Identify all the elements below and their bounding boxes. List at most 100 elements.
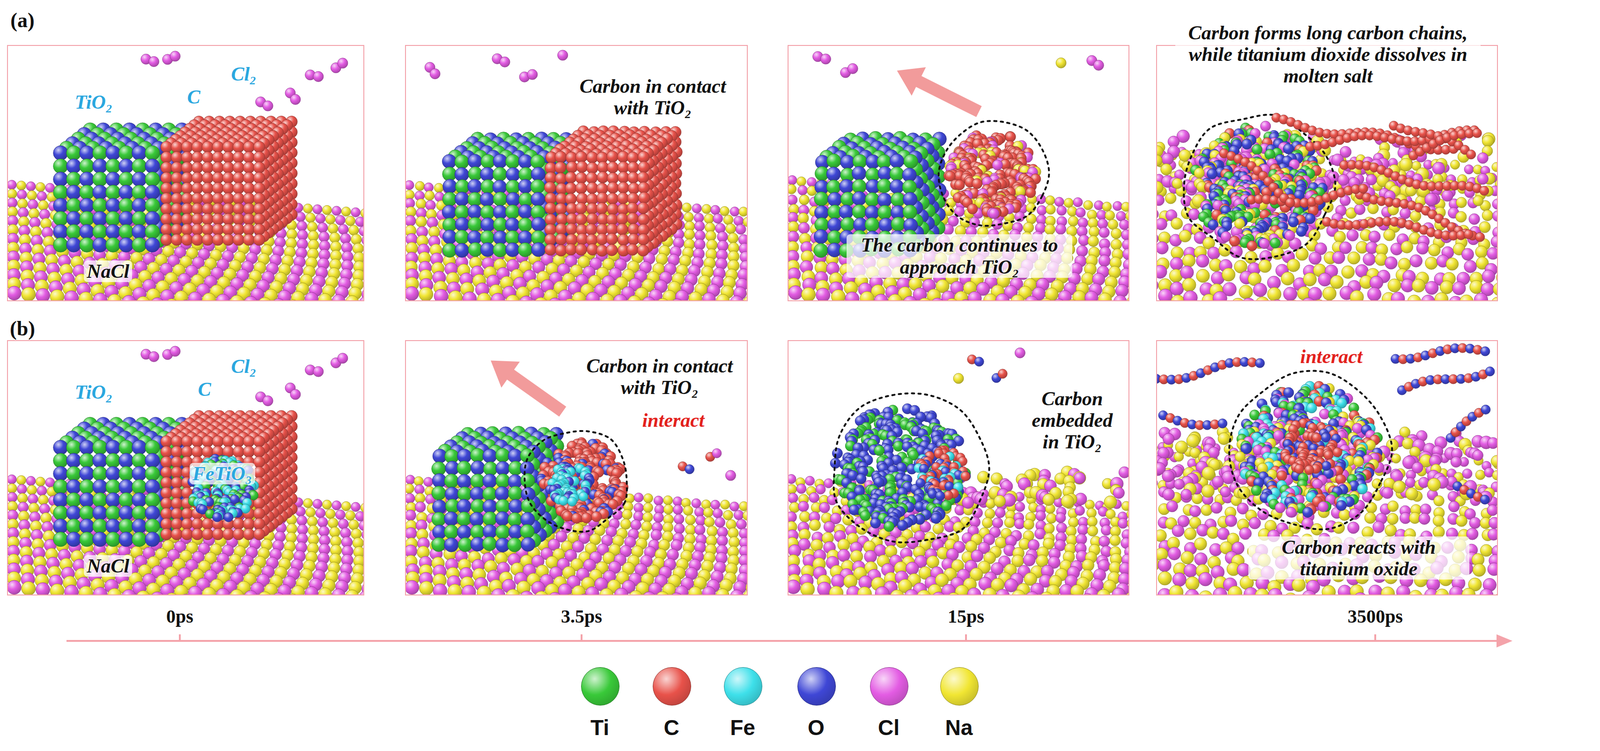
atom	[222, 223, 235, 236]
atom	[53, 198, 68, 213]
simulation-snapshot	[405, 50, 748, 302]
atom	[442, 191, 457, 207]
atom	[66, 184, 82, 200]
atom	[181, 202, 193, 215]
atom	[232, 233, 245, 246]
atom	[575, 182, 588, 194]
atom	[531, 242, 546, 257]
atom	[738, 206, 748, 217]
atom	[606, 233, 619, 245]
atom	[1045, 195, 1055, 206]
atom	[313, 71, 324, 82]
atom	[145, 198, 160, 213]
atom	[877, 178, 892, 193]
atom	[1113, 201, 1123, 211]
atom	[212, 151, 224, 163]
atom	[253, 202, 266, 215]
atom	[467, 204, 482, 219]
atom	[92, 211, 108, 226]
atom	[889, 179, 904, 194]
atom	[66, 145, 82, 161]
atom	[479, 167, 495, 182]
atom	[262, 100, 273, 111]
atom	[455, 217, 470, 232]
atom	[682, 202, 692, 213]
atom	[79, 224, 95, 239]
atom	[7, 286, 22, 301]
atom	[305, 212, 316, 223]
atom	[607, 203, 620, 215]
atom	[191, 140, 204, 153]
atom	[170, 192, 183, 205]
atom	[191, 161, 204, 174]
atom	[638, 161, 650, 173]
atom	[1055, 223, 1067, 235]
atom	[201, 202, 214, 215]
atom	[637, 202, 649, 214]
atom	[145, 237, 160, 252]
atom	[132, 237, 147, 252]
atom	[7, 188, 17, 199]
atom	[454, 243, 469, 258]
atom	[307, 221, 318, 232]
atom	[467, 191, 482, 207]
atom	[243, 151, 255, 163]
atom	[145, 145, 160, 161]
atom	[606, 192, 619, 205]
atom	[617, 192, 629, 205]
atom	[617, 181, 630, 194]
atom	[243, 233, 255, 246]
atom	[415, 181, 425, 191]
atom	[170, 171, 183, 184]
atom	[415, 216, 427, 228]
atom	[145, 158, 160, 174]
atom	[565, 243, 577, 256]
atom	[118, 171, 134, 187]
atom	[454, 229, 469, 244]
atom	[170, 151, 183, 163]
atom	[191, 213, 204, 225]
atom	[201, 171, 214, 184]
atom	[499, 56, 510, 67]
atom	[222, 192, 235, 205]
atom	[576, 161, 589, 173]
atom	[222, 161, 235, 174]
atom	[544, 243, 557, 256]
atom	[170, 161, 183, 174]
atom	[887, 294, 902, 302]
atom	[490, 293, 505, 302]
atom	[212, 223, 224, 236]
atom	[132, 198, 147, 213]
atom	[787, 175, 797, 185]
atom	[35, 182, 45, 192]
atom	[575, 243, 588, 256]
atom	[303, 203, 313, 214]
atom	[348, 225, 360, 236]
atom	[1067, 206, 1077, 217]
atom	[132, 171, 147, 187]
atom	[191, 182, 204, 194]
atom	[479, 192, 495, 207]
atom	[93, 292, 108, 302]
atom	[1102, 201, 1112, 212]
atom	[874, 294, 889, 302]
atom	[505, 167, 520, 182]
atom	[702, 292, 716, 302]
atom	[585, 172, 598, 185]
atom	[1010, 294, 1025, 302]
atom	[723, 214, 734, 225]
atom	[840, 154, 855, 170]
atom	[544, 202, 557, 214]
atom	[212, 192, 224, 205]
atom	[160, 171, 173, 184]
atom	[505, 179, 520, 194]
atom	[704, 213, 715, 224]
atom	[160, 192, 173, 205]
atom	[132, 184, 147, 200]
atom	[530, 154, 545, 169]
atom	[170, 223, 183, 236]
atom	[505, 242, 520, 257]
atom	[467, 179, 482, 194]
atom	[222, 233, 235, 246]
atom	[243, 171, 255, 184]
